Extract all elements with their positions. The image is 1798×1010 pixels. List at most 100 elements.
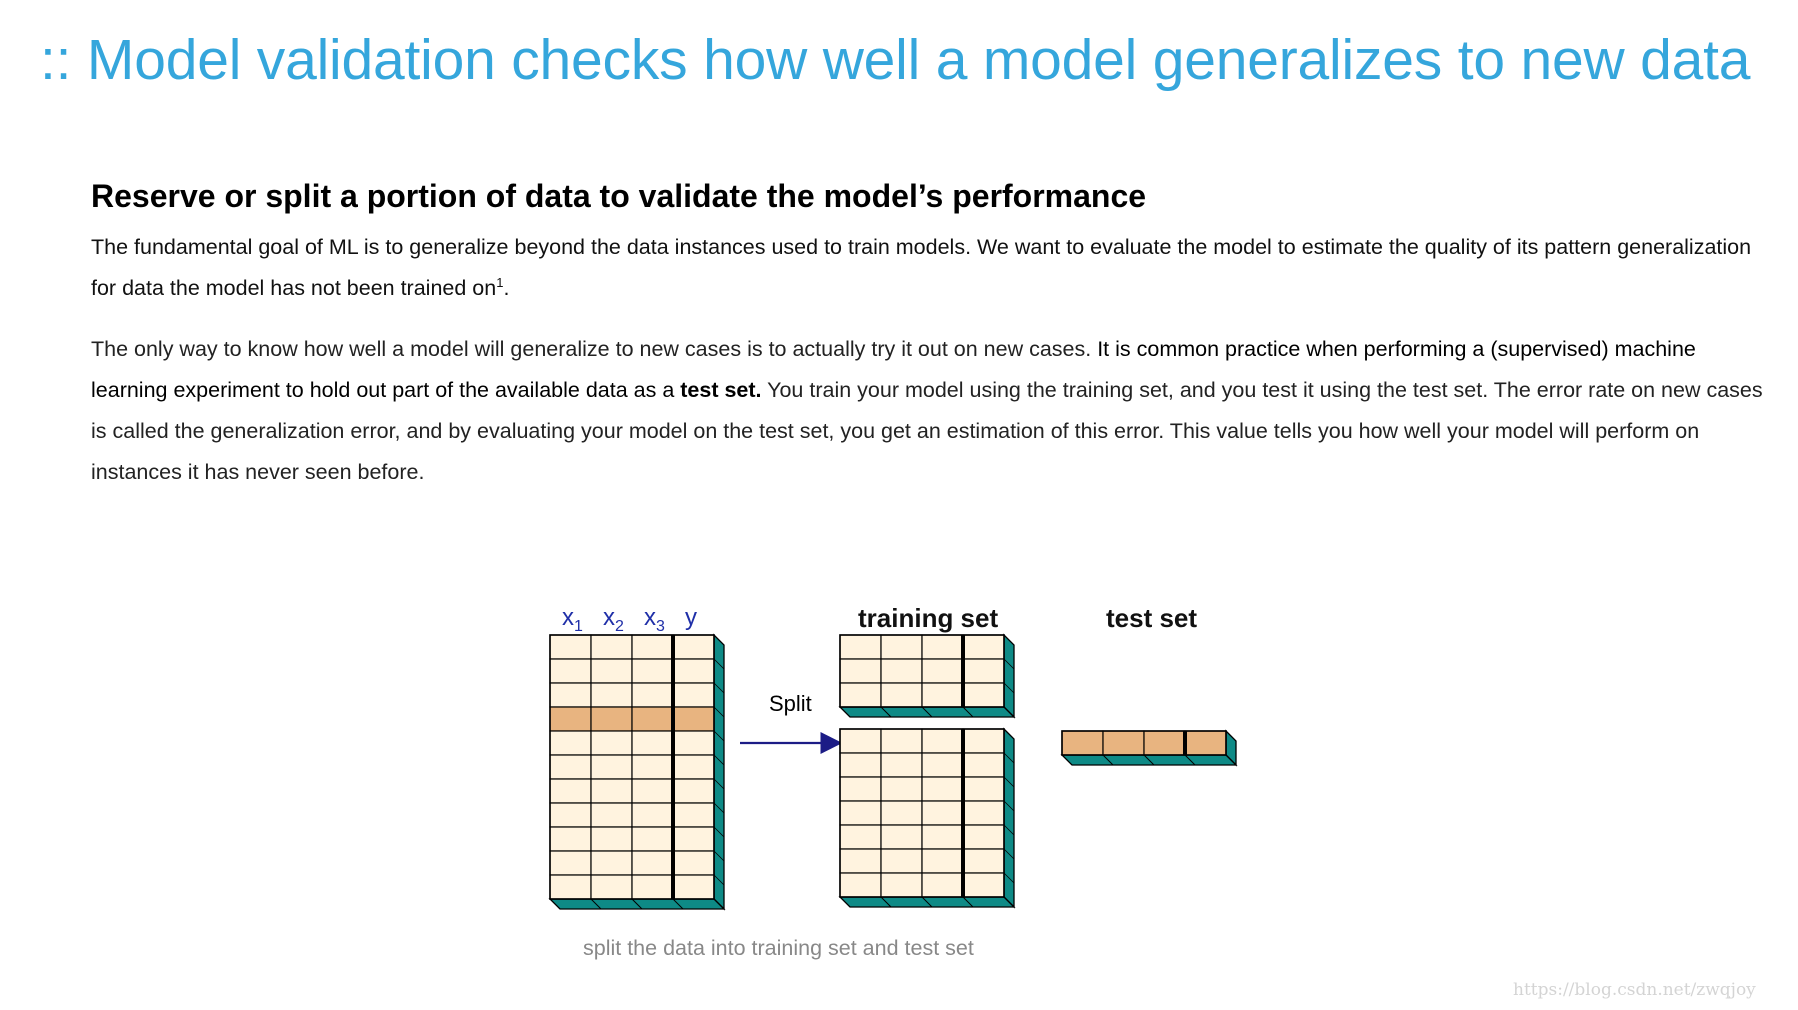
full-table-cell xyxy=(590,634,633,660)
full-table-cell xyxy=(590,850,633,876)
train-top-facet-line xyxy=(880,706,892,718)
split-label: Split xyxy=(769,691,812,716)
train-bottom-cell xyxy=(962,800,1005,826)
full-table-border xyxy=(549,634,715,900)
train-bottom-cell xyxy=(962,824,1005,850)
train-bottom-cell xyxy=(839,752,882,778)
test-set-term: test set. xyxy=(680,378,762,402)
full-table-cell xyxy=(672,850,715,876)
diagram-caption: split the data into training set and tes… xyxy=(583,936,974,960)
full-table-cell xyxy=(672,682,715,708)
full-table-cell xyxy=(672,658,715,684)
full-table-cell xyxy=(590,778,633,804)
train-bottom-facet-line xyxy=(1003,752,1015,764)
train-top-cell xyxy=(839,634,882,660)
full-table-cell xyxy=(590,826,633,852)
paragraph-holdout-practice: It is common practice when performing a … xyxy=(91,337,1696,402)
full-table-side-face xyxy=(713,633,725,911)
train-bottom-cell xyxy=(839,776,882,802)
full-table-cell xyxy=(631,706,674,732)
train-bottom-cell xyxy=(921,848,964,874)
train-bottom-facet-line xyxy=(962,896,974,908)
full-table-cell xyxy=(549,778,592,804)
paragraph-goal-text: The fundamental goal of ML is to general… xyxy=(91,235,1752,300)
train-bottom-cell xyxy=(880,728,923,754)
train-bottom-facet-line xyxy=(1003,896,1015,908)
train-top-facet-line xyxy=(962,706,974,718)
test-table-cell xyxy=(1061,730,1104,756)
full-table-facet-line xyxy=(631,898,643,910)
train-bottom-cell xyxy=(921,728,964,754)
full-table-cell xyxy=(590,802,633,828)
full-table-facet-line xyxy=(713,802,725,814)
watermark: https://blog.csdn.net/zwqjoy xyxy=(1513,980,1756,1000)
train-top-facet-line xyxy=(921,706,933,718)
full-table-cell xyxy=(672,730,715,756)
train-bottom-cell xyxy=(880,872,923,898)
full-table-cell xyxy=(672,826,715,852)
train-top-cell xyxy=(962,634,1005,660)
full-table-cell xyxy=(549,658,592,684)
test-table-border xyxy=(1061,730,1227,756)
test-table-facet-line xyxy=(1225,754,1237,766)
train-bottom-cell xyxy=(880,824,923,850)
full-table-cell xyxy=(672,802,715,828)
column-label: y xyxy=(685,604,697,631)
train-bottom-facet-line xyxy=(921,896,933,908)
full-table-cell xyxy=(549,682,592,708)
train-top-cell xyxy=(921,682,964,708)
train-bottom-cell xyxy=(839,848,882,874)
train-bottom-cell xyxy=(880,776,923,802)
paragraph-holdout: The only way to know how well a model wi… xyxy=(91,329,1771,493)
train-top-border xyxy=(839,634,1005,708)
full-table-cell xyxy=(672,874,715,900)
full-table-facet-line xyxy=(672,898,684,910)
footnote-marker: 1 xyxy=(496,274,504,290)
train-bottom-cell xyxy=(839,824,882,850)
train-bottom-cell xyxy=(962,752,1005,778)
train-bottom-cell xyxy=(839,728,882,754)
section-heading: Reserve or split a portion of data to va… xyxy=(91,178,1147,214)
train-bottom-cell xyxy=(921,776,964,802)
column-label: x2 xyxy=(603,604,624,635)
full-table-cell xyxy=(590,730,633,756)
train-bottom-cell xyxy=(962,872,1005,898)
full-table-cell xyxy=(590,658,633,684)
full-table-cell xyxy=(631,874,674,900)
train-bottom-cell xyxy=(921,752,964,778)
full-table-cell xyxy=(631,634,674,660)
train-top-facet-line xyxy=(1003,706,1015,718)
paragraph-holdout-lead: The only way to know how well a model wi… xyxy=(91,337,1098,361)
test-table-cell xyxy=(1184,730,1227,756)
full-table-facet-line xyxy=(713,778,725,790)
training-set-table-bottom xyxy=(838,727,1016,909)
train-top-facet-line xyxy=(1003,682,1015,694)
full-table-cell xyxy=(672,634,715,660)
full-table-cell xyxy=(631,802,674,828)
train-bottom-facet-line xyxy=(1003,800,1015,812)
train-bottom-cell xyxy=(839,800,882,826)
full-table-facet-line xyxy=(713,706,725,718)
full-table-facet-line xyxy=(713,730,725,742)
full-table-facet-line xyxy=(713,898,725,910)
test-table-cell xyxy=(1102,730,1145,756)
full-table-cell xyxy=(631,658,674,684)
column-label: x1 xyxy=(562,604,583,635)
train-top-side-face xyxy=(1003,633,1015,719)
full-table-cell xyxy=(549,706,592,732)
train-bottom-facet-line xyxy=(1003,872,1015,884)
full-table-cell xyxy=(590,754,633,780)
paragraph-goal: The fundamental goal of ML is to general… xyxy=(91,227,1771,309)
train-bottom-cell xyxy=(962,776,1005,802)
full-dataset-table xyxy=(548,633,726,911)
test-set-label: test set xyxy=(1106,603,1197,633)
train-bottom-facet-line xyxy=(880,896,892,908)
full-table-cell xyxy=(672,754,715,780)
full-table-cell xyxy=(672,706,715,732)
train-top-cell xyxy=(839,658,882,684)
test-table-facet-line xyxy=(1184,754,1196,766)
full-table-cell xyxy=(549,802,592,828)
